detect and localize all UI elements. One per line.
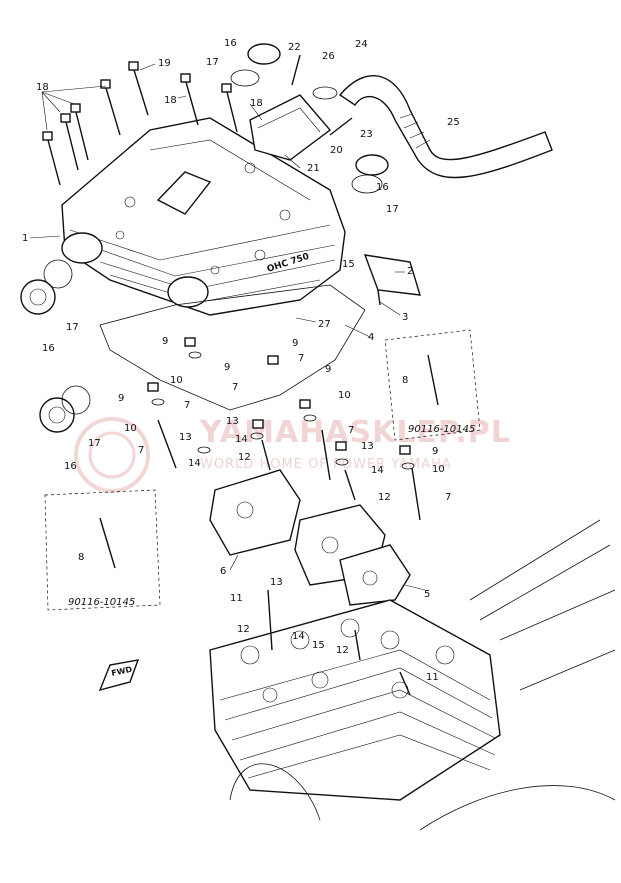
callout-11b: 11 xyxy=(426,672,439,683)
cylinder-head-cover: OHC 750 xyxy=(61,117,346,316)
callout-3: 3 xyxy=(402,312,408,323)
bracket xyxy=(363,254,421,296)
cover-bolts xyxy=(42,61,238,186)
callout-13d: 13 xyxy=(270,577,283,588)
callout-9a: 9 xyxy=(162,336,168,347)
callout-19: 19 xyxy=(158,58,171,69)
fwd-arrow-icon: FWD xyxy=(98,659,140,692)
callout-12d: 12 xyxy=(336,645,349,656)
callout-9d: 9 xyxy=(118,393,124,404)
callout-10d: 10 xyxy=(432,464,445,475)
callout-12a: 12 xyxy=(238,452,251,463)
callout-21: 21 xyxy=(307,163,320,174)
callout-16a: 16 xyxy=(224,38,237,49)
callout-16c: 16 xyxy=(42,343,55,354)
callout-9e: 9 xyxy=(325,364,331,375)
watermark-tagline: WORLD HOME OF POWER YAMAHA xyxy=(200,457,452,472)
callout-11a: 11 xyxy=(230,593,243,604)
callout-23: 23 xyxy=(360,129,373,140)
callout-26: 26 xyxy=(322,51,335,62)
watermark-logo-icon xyxy=(74,417,150,493)
callout-numbers: 1 2 3 4 5 6 7 7 7 7 7 7 8 8 9 9 9 9 9 9 … xyxy=(22,38,460,683)
callout-10c: 10 xyxy=(338,390,351,401)
callout-8a: 8 xyxy=(402,375,408,386)
cylinder-head xyxy=(209,599,501,801)
watermark: YAMAHASKLEP.PL WORLD HOME OF POWER YAMAH… xyxy=(74,415,511,493)
breather-hose xyxy=(338,75,553,179)
callout-8b: 8 xyxy=(78,552,84,563)
callout-27: 27 xyxy=(318,319,331,330)
callout-6: 6 xyxy=(220,566,226,577)
callout-13a: 13 xyxy=(179,432,192,443)
callout-12c: 12 xyxy=(237,624,250,635)
part-code-right: 90116-10145 xyxy=(408,424,475,435)
callout-7c: 7 xyxy=(232,382,238,393)
callout-14a: 14 xyxy=(188,458,201,469)
part-box-right xyxy=(384,329,481,441)
leader-lines xyxy=(29,63,426,591)
callout-18b: 18 xyxy=(164,95,177,106)
callout-10b: 10 xyxy=(124,423,137,434)
callout-9f: 9 xyxy=(432,446,438,457)
nuts-and-washers xyxy=(147,337,415,470)
watermark-site: YAMAHASKLEP.PL xyxy=(199,415,511,450)
callout-7a: 7 xyxy=(138,445,144,456)
callout-12b: 12 xyxy=(378,492,391,503)
studs xyxy=(99,354,439,696)
callout-24: 24 xyxy=(355,39,368,50)
callout-13b: 13 xyxy=(226,416,239,427)
callout-7d: 7 xyxy=(298,353,304,364)
callout-10a: 10 xyxy=(170,375,183,386)
callout-18a: 18 xyxy=(36,82,49,93)
callout-17d: 17 xyxy=(88,438,101,449)
part-code-left: 90116-10145 xyxy=(68,597,135,608)
callout-17c: 17 xyxy=(66,322,79,333)
callout-14d: 14 xyxy=(292,631,305,642)
callout-2: 2 xyxy=(407,266,413,277)
side-caps xyxy=(20,259,91,433)
callout-15a: 15 xyxy=(342,259,355,270)
callout-16b: 16 xyxy=(376,182,389,193)
callout-14c: 14 xyxy=(371,465,384,476)
breather-housing xyxy=(230,43,389,194)
callout-13c: 13 xyxy=(361,441,374,452)
fwd-label: FWD xyxy=(111,665,134,678)
callout-1: 1 xyxy=(22,233,28,244)
callout-17a: 17 xyxy=(206,57,219,68)
callout-5: 5 xyxy=(424,589,430,600)
callout-16d: 16 xyxy=(64,461,77,472)
callout-14b: 14 xyxy=(235,434,248,445)
callout-9c: 9 xyxy=(292,338,298,349)
head-cover-gasket xyxy=(99,284,366,411)
callout-25: 25 xyxy=(447,117,460,128)
callout-20: 20 xyxy=(330,145,343,156)
callout-7b: 7 xyxy=(184,400,190,411)
callout-15b: 15 xyxy=(312,640,325,651)
callout-9b: 9 xyxy=(224,362,230,373)
callout-22: 22 xyxy=(288,42,301,53)
callout-17b: 17 xyxy=(386,204,399,215)
part-box-left xyxy=(44,489,161,611)
callout-7e: 7 xyxy=(348,425,354,436)
callout-18c: 18 xyxy=(250,98,263,109)
callout-4: 4 xyxy=(368,332,374,343)
camshaft-caps xyxy=(209,469,411,606)
callout-7f: 7 xyxy=(445,492,451,503)
frame-tubes xyxy=(229,519,616,831)
